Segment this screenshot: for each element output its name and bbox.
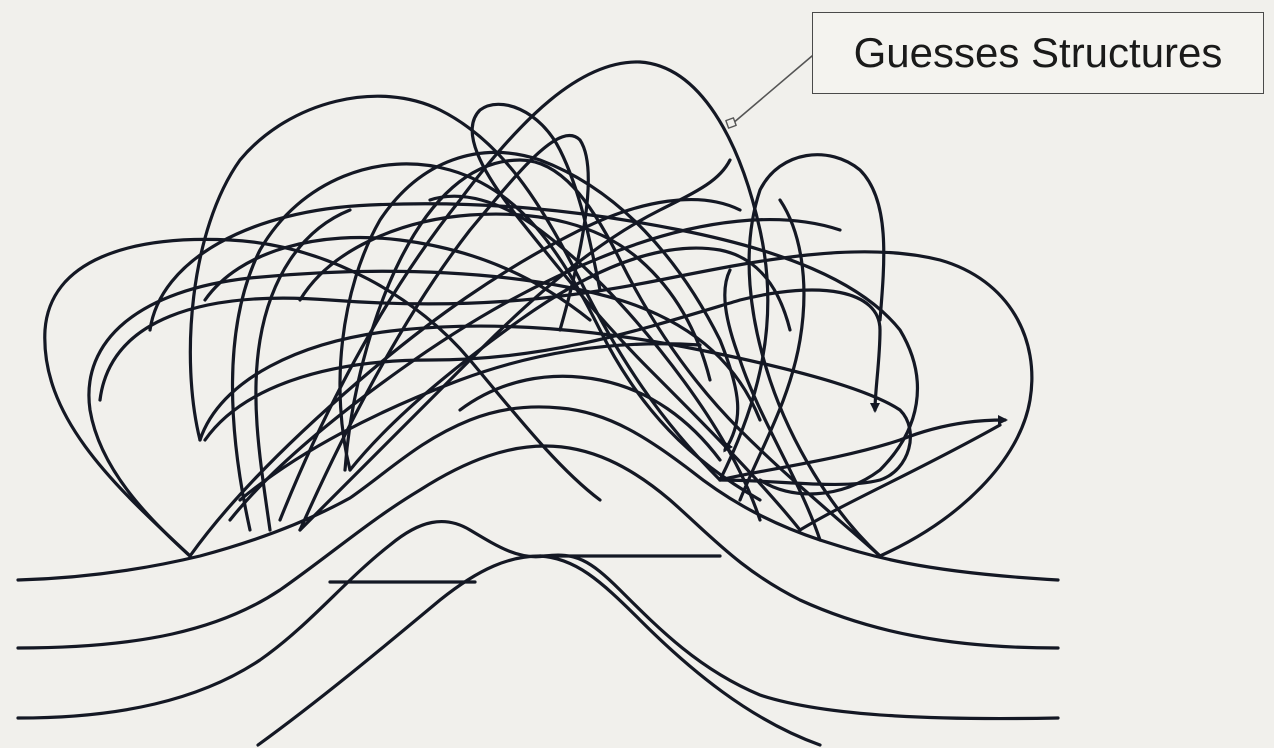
tangled-loops [45, 62, 1032, 556]
base-layer-bottom [258, 556, 820, 745]
callout-label-text: Guesses Structures [854, 29, 1223, 77]
base-layers [18, 407, 1058, 745]
callout-leader-line [732, 56, 812, 124]
loop-path [205, 290, 880, 440]
callout-leader [726, 56, 812, 128]
loop-path [190, 96, 720, 480]
callout-label-box: Guesses Structures [812, 12, 1264, 94]
loop-path [460, 376, 720, 460]
callout-anchor-marker [726, 118, 736, 128]
loop-path [240, 344, 700, 500]
base-layer-top [18, 407, 1058, 580]
base-layer-third [18, 522, 1058, 719]
loop-path [205, 238, 590, 321]
